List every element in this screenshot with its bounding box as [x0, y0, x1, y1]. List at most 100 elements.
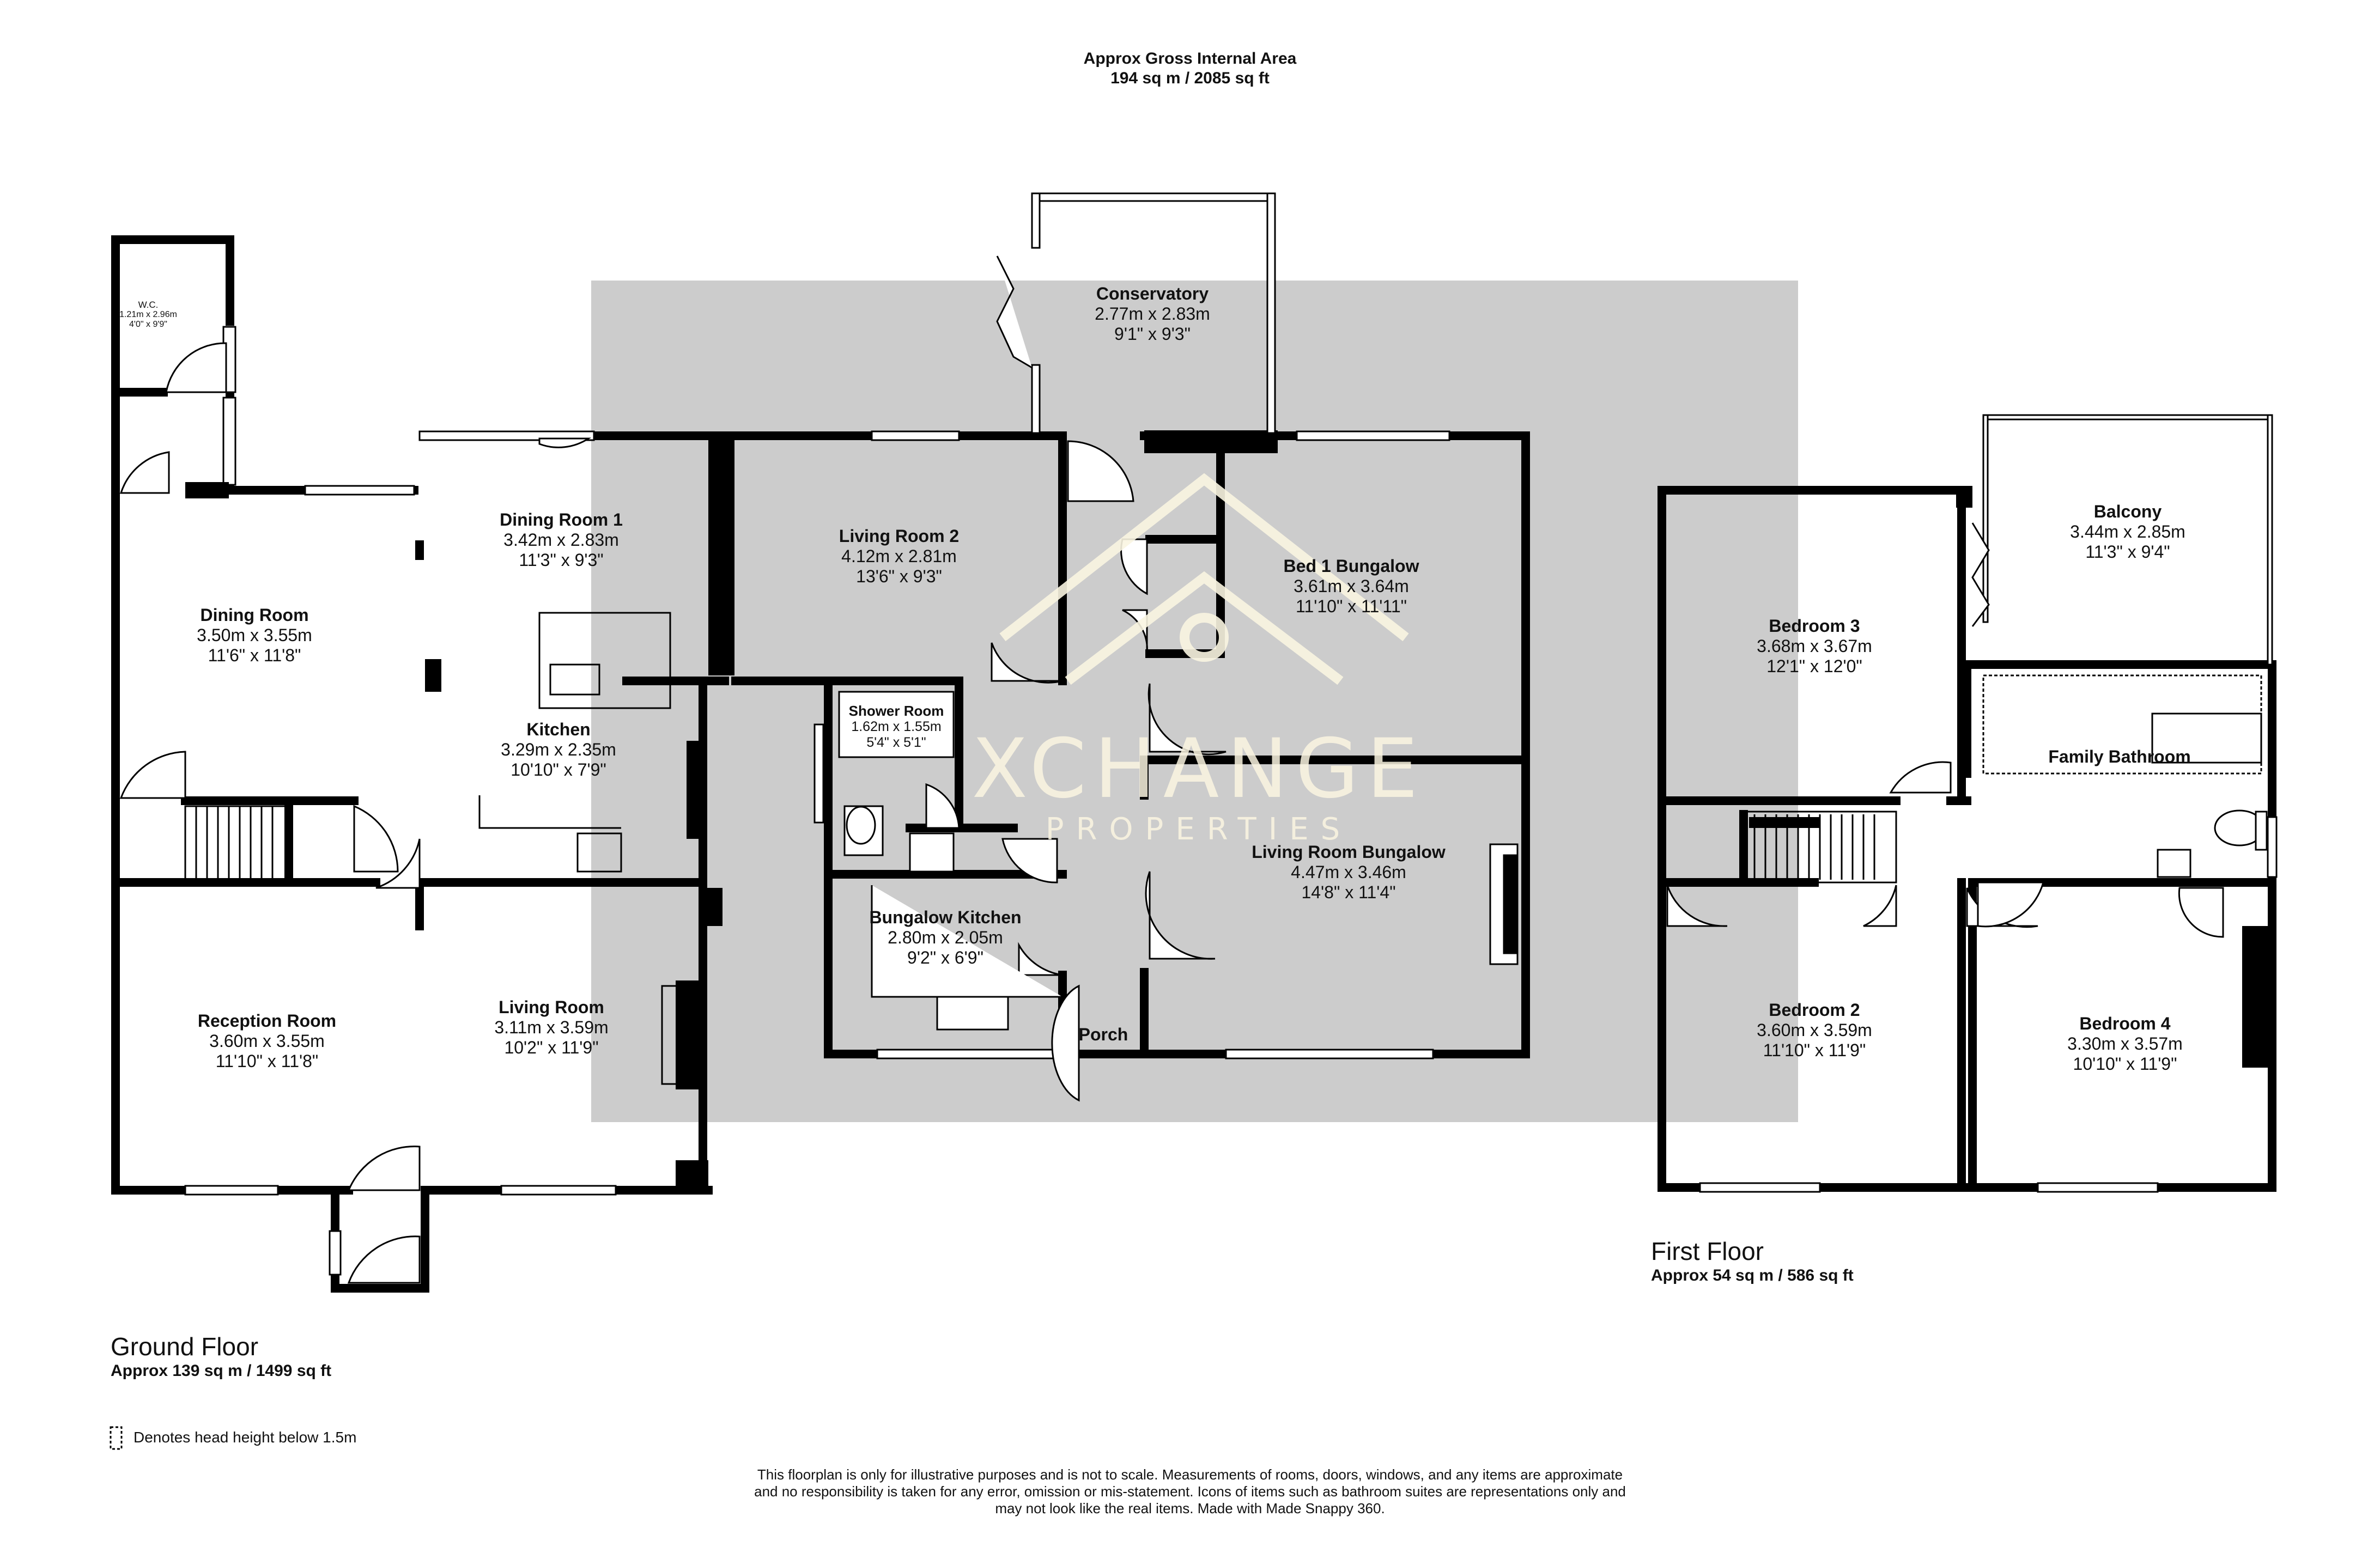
room-name: Bedroom 4 — [2079, 1014, 2171, 1033]
bungalow-blocks — [1144, 430, 1278, 453]
room-metric: 3.60m x 3.55m — [209, 1031, 325, 1051]
room-imperial: 11'3" x 9'3" — [519, 550, 604, 570]
room-metric: 1.21m x 2.96m — [119, 310, 177, 319]
room-living-room: Living Room 3.11m x 3.59m 10'2" x 11'9" — [494, 997, 608, 1058]
room-metric: 3.60m x 3.59m — [1757, 1020, 1872, 1040]
room-imperial: 11'10" x 11'8" — [215, 1051, 319, 1071]
watermark-backdrop — [591, 281, 1798, 1122]
bungalow-doors — [925, 255, 1227, 1102]
watermark-brand: XCHANGE — [972, 722, 1426, 817]
first-floor-stairs — [1742, 811, 1897, 884]
room-bedroom-3: Bedroom 3 3.68m x 3.67m 12'1" x 12'0" — [1757, 616, 1872, 677]
room-imperial: 11'10" x 11'11" — [1296, 596, 1407, 616]
room-imperial: 12'1" x 12'0" — [1766, 656, 1862, 676]
room-name: Kitchen — [526, 720, 591, 739]
room-metric: 3.50m x 3.55m — [197, 625, 312, 645]
room-name: Bedroom 2 — [1769, 1000, 1860, 1020]
room-metric: 4.47m x 3.46m — [1291, 862, 1406, 882]
room-imperial: 9'2" x 6'9" — [907, 948, 983, 967]
room-name: Bedroom 3 — [1769, 616, 1860, 636]
room-living-room-2: Living Room 2 4.12m x 2.81m 13'6" x 9'3" — [839, 526, 959, 587]
room-imperial: 10'2" x 11'9" — [504, 1038, 599, 1057]
room-metric: 3.68m x 3.67m — [1757, 636, 1872, 656]
room-name: W.C. — [138, 300, 159, 310]
watermark-house-logo — [999, 473, 1409, 685]
room-metric: 3.11m x 3.59m — [494, 1018, 609, 1037]
head-height-legend: Denotes head height below 1.5m — [133, 1429, 357, 1446]
room-imperial: 10'10" x 7'9" — [511, 760, 606, 779]
room-shower-room: Shower Room 1.62m x 1.55m 5'4" x 5'1" — [849, 703, 944, 751]
room-name: Living Room Bungalow — [1252, 842, 1446, 862]
floor-area: Approx 139 sq m / 1499 sq ft — [111, 1362, 332, 1380]
room-imperial: 9'1" x 9'3" — [1114, 324, 1191, 344]
room-metric: 2.80m x 2.05m — [888, 928, 1003, 947]
room-imperial: 10'10" x 11'9" — [2073, 1054, 2177, 1074]
disclaimer-line-1: This floorplan is only for illustrative … — [757, 1466, 1623, 1483]
room-living-room-bungalow: Living Room Bungalow 4.47m x 3.46m 14'8"… — [1252, 842, 1446, 903]
gross-area-header: Approx Gross Internal Area 194 sq m / 20… — [1084, 49, 1297, 88]
room-dining-room-1: Dining Room 1 3.42m x 2.83m 11'3" x 9'3" — [500, 509, 623, 570]
ground-floor-chimneys — [185, 436, 734, 1193]
disclaimer-line-3: may not look like the real items. Made w… — [995, 1500, 1385, 1516]
room-name: Bungalow Kitchen — [869, 907, 1022, 927]
room-metric: 3.61m x 3.64m — [1294, 576, 1409, 596]
room-name: Family Bathroom — [2048, 747, 2191, 766]
room-name: Dining Room — [200, 605, 309, 625]
gross-area-value: 194 sq m / 2085 sq ft — [1110, 69, 1270, 87]
first-floor-caption: First Floor Approx 54 sq m / 586 sq ft — [1651, 1237, 1854, 1286]
room-wc: W.C. 1.21m x 2.96m 4'0" x 9'9" — [119, 300, 177, 330]
room-metric: 2.77m x 2.83m — [1095, 304, 1210, 324]
room-imperial: 11'6" x 11'8" — [208, 645, 301, 665]
room-imperial: 4'0" x 9'9" — [129, 320, 167, 329]
ground-floor-stairs — [184, 805, 290, 884]
room-metric: 3.30m x 3.57m — [2067, 1034, 2183, 1053]
room-metric: 3.42m x 2.83m — [503, 530, 619, 550]
head-height-legend-swatch — [110, 1426, 123, 1450]
room-dining-room: Dining Room 3.50m x 3.55m 11'6" x 11'8" — [197, 605, 312, 666]
family-bathroom-fittings — [1982, 674, 2268, 878]
room-family-bathroom: Family Bathroom — [2048, 746, 2190, 767]
room-name: Porch — [1078, 1025, 1128, 1044]
room-metric: 1.62m x 1.55m — [851, 719, 942, 734]
ground-floor-doors — [119, 342, 592, 1284]
room-porch: Porch — [1079, 1024, 1128, 1045]
first-floor-doors — [1666, 522, 2224, 938]
room-metric: 3.29m x 2.35m — [501, 740, 616, 759]
first-floor-windows-and-balcony — [1699, 414, 2278, 1193]
floor-name: First Floor — [1651, 1237, 1764, 1265]
bungalow-fittings — [838, 691, 1519, 1031]
first-floor-blocks — [1749, 486, 2269, 1068]
room-name: Living Room — [499, 997, 604, 1017]
room-conservatory: Conservatory 2.77m x 2.83m 9'1" x 9'3" — [1095, 283, 1210, 344]
floor-area: Approx 54 sq m / 586 sq ft — [1651, 1266, 1854, 1284]
room-imperial: 14'8" x 11'4" — [1301, 882, 1396, 902]
disclaimer: This floorplan is only for illustrative … — [672, 1466, 1708, 1517]
gross-area-title: Approx Gross Internal Area — [1083, 50, 1297, 68]
watermark-sub: PROPERTIES — [1045, 812, 1352, 847]
room-name: Living Room 2 — [839, 526, 960, 546]
room-name: Bed 1 Bungalow — [1283, 556, 1419, 576]
room-imperial: 13'6" x 9'3" — [856, 567, 942, 586]
floor-name: Ground Floor — [111, 1332, 259, 1361]
disclaimer-line-2: and no responsibility is taken for any e… — [754, 1483, 1626, 1500]
room-metric: 3.44m x 2.85m — [2070, 522, 2185, 541]
conservatory-frame — [813, 192, 1450, 1059]
ground-floor-fittings — [478, 612, 679, 1085]
room-name: Dining Room 1 — [500, 510, 623, 529]
room-metric: 4.12m x 2.81m — [841, 546, 957, 566]
room-bed-1-bungalow: Bed 1 Bungalow 3.61m x 3.64m 11'10" x 11… — [1284, 556, 1419, 617]
room-imperial: 11'10" x 11'9" — [1763, 1040, 1866, 1060]
room-bungalow-kitchen: Bungalow Kitchen 2.80m x 2.05m 9'2" x 6'… — [869, 907, 1021, 968]
room-balcony: Balcony 3.44m x 2.85m 11'3" x 9'4" — [2070, 501, 2185, 562]
room-reception-room: Reception Room 3.60m x 3.55m 11'10" x 11… — [198, 1010, 336, 1071]
ground-floor-caption: Ground Floor Approx 139 sq m / 1499 sq f… — [111, 1332, 331, 1381]
room-name: Balcony — [2093, 502, 2162, 521]
room-bedroom-4: Bedroom 4 3.30m x 3.57m 10'10" x 11'9" — [2067, 1013, 2183, 1074]
room-kitchen: Kitchen 3.29m x 2.35m 10'10" x 7'9" — [501, 719, 616, 780]
room-name: Reception Room — [197, 1011, 337, 1031]
room-imperial: 11'3" x 9'4" — [2085, 542, 2170, 562]
room-name: Conservatory — [1096, 284, 1209, 303]
room-name: Shower Room — [848, 703, 944, 719]
room-bedroom-2: Bedroom 2 3.60m x 3.59m 11'10" x 11'9" — [1757, 1000, 1872, 1061]
